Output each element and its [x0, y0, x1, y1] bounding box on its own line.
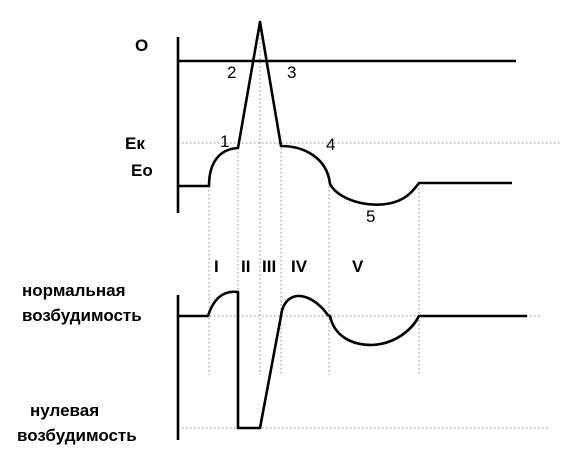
resting-potential-label: Ео [131, 161, 153, 180]
point-label-1: 1 [220, 132, 229, 151]
guide-lines [178, 30, 560, 429]
zero-excitability-label-line1: нулевая [30, 401, 99, 420]
phase-label-3: III [262, 257, 276, 276]
excitability-curve [178, 290, 527, 430]
phase-label-2: II [241, 257, 250, 276]
point-label-5: 5 [366, 207, 375, 226]
zero-excitability-label-line2: возбудимость [17, 426, 137, 445]
point-label-4: 4 [326, 135, 335, 154]
phase-label-5: V [352, 257, 364, 276]
phase-label-1: I [214, 257, 219, 276]
normal-excitability-label-line2: возбудимость [22, 306, 142, 325]
normal-excitability-label-line1: нормальная [22, 281, 126, 300]
point-label-2: 2 [227, 63, 236, 82]
zero-potential-label: О [135, 36, 148, 55]
action-potential-curve [178, 20, 512, 206]
phase-label-4: IV [291, 257, 308, 276]
point-label-3: 3 [287, 63, 296, 82]
membrane-potential-graph [176, 20, 516, 213]
critical-potential-label: Ек [125, 134, 145, 153]
excitability-graph [176, 290, 527, 440]
